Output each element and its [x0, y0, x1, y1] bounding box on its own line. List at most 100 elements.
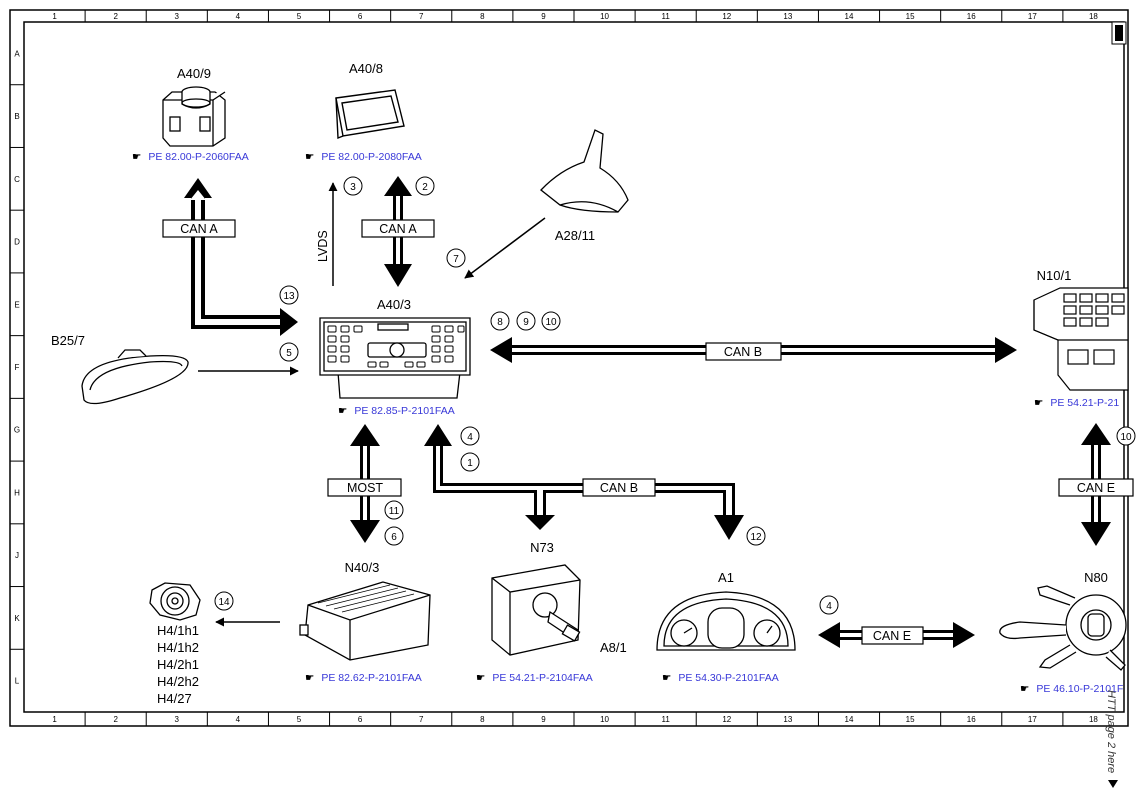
- a40-9-ref: ☛ PE 82.00-P-2060FAA: [132, 151, 249, 163]
- can-e-right-label: CAN E: [873, 629, 911, 643]
- grid-row-label: H: [14, 488, 20, 497]
- pointer-hand-icon: ☛: [662, 672, 671, 684]
- can-e-right-connection: CAN E: [818, 622, 975, 648]
- pointer-hand-icon: ☛: [1034, 397, 1043, 409]
- lvds-connection: LVDS: [316, 182, 338, 286]
- grid-row-label: B: [14, 112, 19, 121]
- numbered-markers: [214, 176, 1136, 615]
- grid-column-label: 14: [845, 12, 854, 21]
- grid-column-label: 6: [358, 12, 363, 21]
- grid-column-label: 18: [1089, 715, 1098, 724]
- ignition-switch-icon: [491, 564, 581, 656]
- instrument-cluster-icon: [656, 591, 796, 651]
- grid-column-label: 17: [1028, 715, 1037, 724]
- grid-column-label: 14: [845, 715, 854, 724]
- grid-row-label: A: [14, 49, 20, 58]
- n80-component: N80 ☛ PE 46.10-P-2101F: [999, 570, 1127, 695]
- grid-column-label: 11: [662, 715, 671, 724]
- pointer-hand-icon: ☛: [1020, 683, 1029, 695]
- grid-column-label: 9: [541, 12, 546, 21]
- grid-column-label: 8: [480, 12, 485, 21]
- n40-3-ref: ☛ PE 82.62-P-2101FAA: [305, 672, 422, 684]
- lvds-label: LVDS: [316, 230, 330, 262]
- grid-column-label: 2: [113, 12, 118, 21]
- grid-row-label: D: [14, 238, 20, 247]
- grid-column-label: 2: [113, 715, 118, 724]
- grid-column-label: 7: [419, 12, 424, 21]
- pointer-hand-icon: ☛: [305, 672, 314, 684]
- grid-column-label: 10: [600, 12, 609, 21]
- side-note-arrow-icon: [1108, 780, 1118, 788]
- grid-column-label: 13: [783, 12, 792, 21]
- grid-column-label: 17: [1028, 12, 1037, 21]
- grid-column-label: 11: [662, 12, 671, 21]
- grid-row-label: F: [15, 363, 20, 372]
- steering-column-module-icon: [999, 585, 1127, 671]
- can-b-right-connection: CAN B: [490, 337, 1017, 363]
- a40-8-label: A40/8: [349, 61, 383, 76]
- marker-11: 11: [389, 506, 400, 517]
- marker-5: 5: [286, 348, 292, 359]
- marker-1: 1: [467, 458, 473, 469]
- marker-4-top: 4: [467, 432, 473, 443]
- a28-11-component: A28/11: [540, 129, 629, 243]
- can-e-vertical-connection: CAN E: [1058, 423, 1134, 546]
- pointer-hand-icon: ☛: [305, 151, 314, 163]
- speaker-labels: H4/1h1 H4/1h2 H4/2h1 H4/2h2 H4/27: [157, 623, 199, 706]
- marker-13: 13: [283, 291, 295, 302]
- pointer-hand-icon: ☛: [338, 405, 347, 417]
- grid-column-label: 15: [906, 715, 915, 724]
- speaker-icon: [149, 582, 201, 621]
- speaker-component: H4/1h1 H4/1h2 H4/2h1 H4/2h2 H4/27: [149, 582, 201, 706]
- marker-12: 12: [750, 532, 762, 543]
- grid-column-label: 3: [175, 12, 180, 21]
- grid-column-label: 1: [52, 715, 57, 724]
- a40-3-label: A40/3: [377, 297, 411, 312]
- marker-4-bottom: 4: [826, 601, 832, 612]
- marker-9: 9: [523, 317, 529, 328]
- can-b-bottom-connection: CAN B: [424, 424, 744, 540]
- can-a-right-label: CAN A: [379, 222, 417, 236]
- grid-column-label: 13: [783, 715, 792, 724]
- grid-row-label: G: [14, 426, 20, 435]
- controller-knob-icon: [162, 86, 226, 147]
- most-label: MOST: [347, 481, 383, 495]
- pointer-hand-icon: ☛: [132, 151, 141, 163]
- marker-10-right: 10: [1120, 432, 1132, 443]
- speaker-label-2: H4/1h2: [157, 640, 199, 655]
- a40-9-component: A40/9 ☛ PE 82.00-P-2060FAA: [132, 66, 249, 163]
- a1-component: A1 ☛ PE 54.30-P-2101FAA: [656, 570, 796, 684]
- n10-1-ref: ☛ PE 54.21-P-21: [1034, 397, 1119, 409]
- n40-3-component: N40/3 ☛ PE 82.62-P-2101FAA: [299, 560, 431, 684]
- page-corner-icon: [1111, 21, 1127, 45]
- grid-column-label: 16: [967, 715, 976, 724]
- speaker-label-1: H4/1h1: [157, 623, 199, 638]
- n10-1-component: N10/1 ☛ PE 54.21-P-21: [1033, 268, 1129, 409]
- a40-8-ref: ☛ PE 82.00-P-2080FAA: [305, 151, 422, 163]
- grid-column-label: 5: [297, 715, 302, 724]
- grid-column-label: 4: [236, 715, 241, 724]
- b25-7-component: B25/7: [51, 333, 189, 405]
- can-b-bottom-label: CAN B: [600, 481, 638, 495]
- grid-column-label: 12: [722, 715, 731, 724]
- marker-6: 6: [391, 532, 397, 543]
- grid-column-label: 10: [600, 715, 609, 724]
- grid-row-label: C: [14, 175, 20, 184]
- marker-2: 2: [422, 182, 428, 193]
- grid-row-label: E: [14, 300, 19, 309]
- marker-14: 14: [218, 597, 230, 608]
- grid-column-label: 6: [358, 715, 363, 724]
- speaker-label-4: H4/2h2: [157, 674, 199, 689]
- grid-column-label: 12: [722, 12, 731, 21]
- n80-label: N80: [1084, 570, 1108, 585]
- grid-row-label: L: [15, 677, 20, 686]
- grid-column-label: 3: [175, 715, 180, 724]
- most-connection: MOST: [327, 424, 402, 543]
- a1-ref: ☛ PE 54.30-P-2101FAA: [662, 672, 779, 684]
- grid-column-label: 1: [52, 12, 57, 21]
- grid-column-label: 8: [480, 715, 485, 724]
- can-a-left-label: CAN A: [180, 222, 218, 236]
